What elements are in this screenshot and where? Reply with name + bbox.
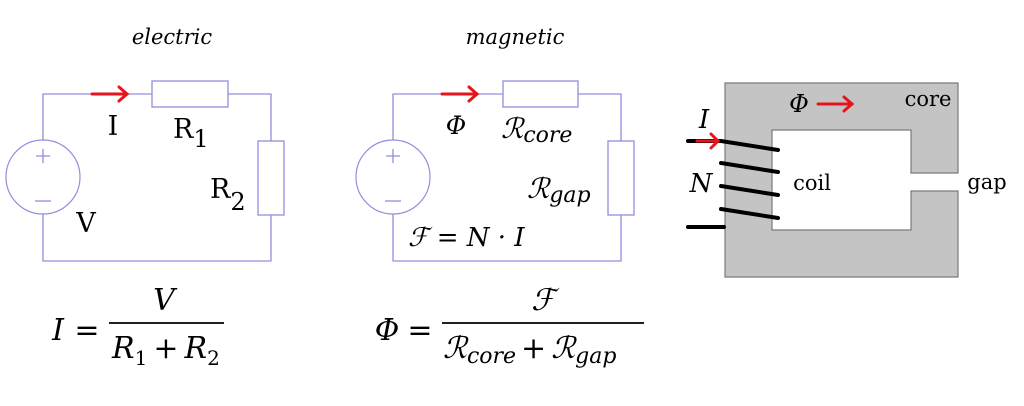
electric-circuit: electric I R1 R2 V I = V R1+R2 bbox=[5, 25, 285, 370]
plus-sign-icon bbox=[386, 149, 400, 163]
flux-arrow-icon bbox=[816, 95, 855, 113]
flux-arrow-icon bbox=[440, 85, 480, 103]
rcore-label: ℛcore bbox=[501, 112, 572, 148]
mmf-source-circle bbox=[355, 139, 431, 215]
core-label: core bbox=[905, 87, 952, 111]
wire-top-left bbox=[42, 93, 152, 140]
flux-label: Φ bbox=[446, 111, 467, 140]
magnetic-core-diagram: I N Φ core coil gap bbox=[686, 82, 1007, 278]
voltage-label: V bbox=[75, 208, 96, 239]
wire-top-right bbox=[228, 93, 272, 141]
current-label: I bbox=[108, 111, 119, 142]
wire-bottom bbox=[392, 214, 622, 262]
rgap-label: ℛgap bbox=[527, 172, 591, 208]
coil-label: coil bbox=[793, 171, 831, 195]
formula-equals: = bbox=[407, 313, 432, 348]
plus-sign-icon bbox=[36, 149, 50, 163]
ohms-law-formula: I = V R1+R2 bbox=[51, 283, 224, 370]
r1-label: R1 bbox=[173, 114, 209, 153]
core-shape bbox=[724, 82, 959, 278]
formula-denominator: ℛcore+ℛgap bbox=[443, 331, 616, 369]
flux-formula: Φ = ℱ ℛcore+ℛgap bbox=[375, 283, 644, 369]
voltage-source-circle bbox=[5, 139, 81, 215]
wire-bottom bbox=[42, 214, 272, 262]
current-label: I bbox=[698, 105, 710, 135]
r2-label: R2 bbox=[210, 174, 246, 216]
magnetic-circuit: magnetic Φ ℛcore ℛgap ℱ = N · I Φ = ℱ ℛc… bbox=[355, 25, 644, 369]
turns-label: N bbox=[689, 169, 714, 199]
wire-top-right bbox=[578, 93, 622, 141]
resistor-r2 bbox=[257, 140, 285, 216]
current-arrow-icon bbox=[695, 132, 721, 150]
formula-equals: = bbox=[74, 313, 99, 348]
electric-title: electric bbox=[132, 25, 213, 49]
reluctance-core bbox=[502, 80, 579, 108]
flux-label: Φ bbox=[789, 90, 809, 118]
magnetic-title: magnetic bbox=[466, 25, 565, 49]
formula-denominator: R1+R2 bbox=[111, 331, 220, 370]
gap-label: gap bbox=[967, 170, 1006, 194]
reluctance-gap bbox=[607, 140, 635, 216]
voltage-source bbox=[5, 139, 81, 215]
formula-numerator: V bbox=[153, 283, 178, 318]
current-arrow-icon bbox=[90, 85, 130, 103]
formula-numerator: ℱ bbox=[531, 283, 560, 318]
mmf-source bbox=[355, 139, 431, 215]
mmf-label: ℱ = N · I bbox=[408, 223, 525, 253]
resistor-r1 bbox=[151, 80, 229, 108]
formula-lhs: I bbox=[51, 313, 65, 348]
formula-lhs: Φ bbox=[375, 313, 400, 348]
